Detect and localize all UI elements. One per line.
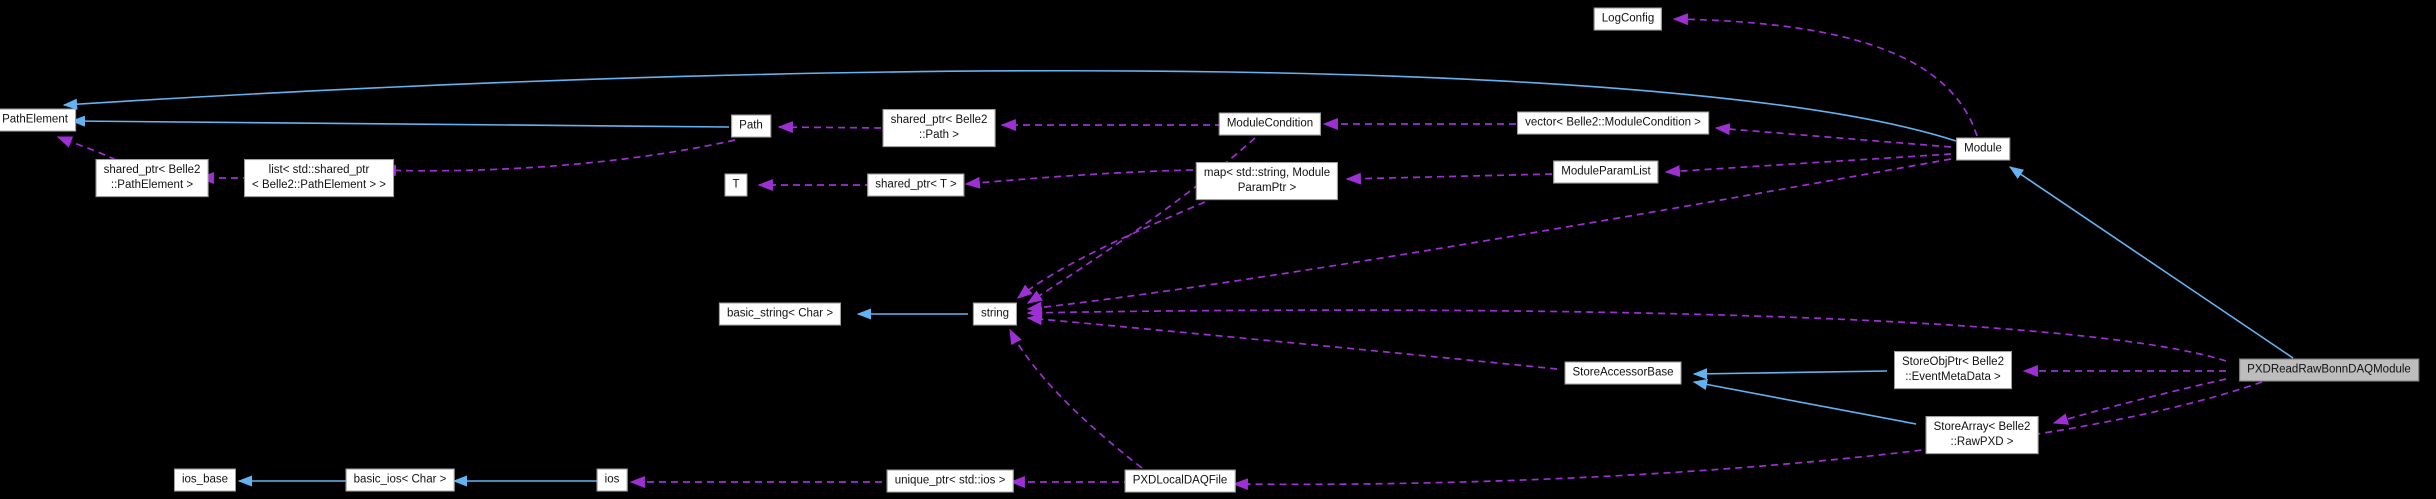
node-unique-ptr-std-ios[interactable]: unique_ptr< std::ios >	[886, 469, 1014, 493]
node-module[interactable]: Module	[1956, 137, 2010, 161]
node-label: shared_ptr< Belle2	[890, 114, 988, 127]
node-label: shared_ptr< T >	[875, 178, 957, 191]
node-path[interactable]: Path	[731, 114, 771, 138]
edge-storearray-rawpxd-to-storeaccessorbase	[1692, 378, 1917, 425]
node-label: string	[980, 307, 1010, 320]
edge-modulecondition-to-string	[1026, 137, 1256, 304]
node-label: ParamPtr >	[1237, 182, 1297, 194]
node-label: ::Path >	[919, 129, 959, 141]
node-shared-ptr-path[interactable]: shared_ptr< Belle2::Path >	[882, 109, 996, 147]
node-label: StoreAccessorBase	[1572, 366, 1674, 379]
node-list-shared-ptr-pathelement[interactable]: list< std::shared_ptr< Belle2::PathEleme…	[244, 159, 394, 197]
edge-storeobjptr-eventmetadata-to-storeaccessorbase	[1692, 368, 1888, 380]
node-pxdreadrawbonndaqmodule[interactable]: PXDReadRawBonnDAQModule	[2239, 358, 2419, 382]
edge-shared-ptr-pathelement-to-pathelement	[56, 136, 117, 161]
node-string[interactable]: string	[972, 302, 1018, 326]
node-label: shared_ptr< Belle2	[103, 164, 201, 177]
node-label: Module	[1964, 142, 2002, 155]
node-label: ModuleParamList	[1561, 165, 1651, 178]
node-label: PathElement	[2, 113, 68, 126]
node-basic-string-char[interactable]: basic_string< Char >	[718, 302, 842, 326]
node-label: ::EventMetaData >	[1905, 371, 2001, 383]
node-label: basic_ios< Char >	[353, 473, 447, 486]
node-ios[interactable]: ios	[596, 468, 628, 492]
node-storearray-rawpxd[interactable]: StoreArray< Belle2::RawPXD >	[1925, 416, 2039, 454]
edge-module-to-vector-modulecondition	[1714, 123, 1952, 148]
node-label: ::PathElement >	[110, 179, 194, 191]
node-label: StoreArray< Belle2	[1933, 421, 2031, 434]
node-shared-ptr-t[interactable]: shared_ptr< T >	[867, 173, 965, 197]
node-label: < Belle2::PathElement > >	[252, 179, 386, 191]
edge-path-to-list-shared-ptr-pathelement	[380, 139, 736, 177]
node-label: ios_base	[181, 473, 229, 486]
edge-shared-ptr-path-to-path	[777, 121, 882, 134]
node-label: map< std::string, Module	[1203, 167, 1331, 180]
node-label: LogConfig	[1601, 12, 1655, 25]
node-label: PXDLocalDAQFile	[1132, 474, 1228, 487]
node-label: ::RawPXD >	[1950, 436, 2014, 448]
node-shared-ptr-pathelement[interactable]: shared_ptr< Belle2::PathElement >	[95, 159, 209, 197]
node-label: Path	[739, 119, 763, 132]
node-modulecondition[interactable]: ModuleCondition	[1218, 112, 1322, 136]
edge-moduleparamlist-to-map-moduleparamptr	[1345, 172, 1553, 185]
node-label: list< std::shared_ptr	[268, 164, 370, 177]
node-vector-modulecondition[interactable]: vector< Belle2::ModuleCondition >	[1517, 111, 1709, 135]
edge-map-moduleparamptr-to-shared-ptr-t	[964, 169, 1194, 189]
node-label: T	[732, 178, 740, 191]
node-storeaccessorbase[interactable]: StoreAccessorBase	[1564, 361, 1682, 385]
edge-pxdreadrawbonndaqmodule-to-pxdlocaldaqfile	[1232, 381, 2263, 491]
edge-pxdlocaldaqfile-to-string	[1009, 328, 1143, 469]
node-label: ios	[604, 473, 620, 486]
edge-storeaccessorbase-to-string	[1026, 313, 1558, 370]
node-label: PXDReadRawBonnDAQModule	[2247, 363, 2411, 376]
node-label: vector< Belle2::ModuleCondition >	[1525, 116, 1701, 129]
node-t[interactable]: T	[724, 173, 748, 197]
node-pxdlocaldaqfile[interactable]: PXDLocalDAQFile	[1124, 469, 1236, 493]
node-ios-base[interactable]: ios_base	[173, 468, 237, 492]
node-basic-ios-char[interactable]: basic_ios< Char >	[345, 468, 455, 492]
node-label: unique_ptr< std::ios >	[894, 474, 1006, 487]
edge-path-to-pathelement	[70, 115, 730, 128]
edge-map-moduleparamptr-to-string	[1016, 201, 1206, 299]
node-storeobjptr-eventmetadata[interactable]: StoreObjPtr< Belle2::EventMetaData >	[1894, 351, 2012, 389]
node-pathelement[interactable]: PathElement	[0, 108, 76, 132]
edge-pxdreadrawbonndaqmodule-to-module	[2008, 166, 2294, 359]
node-label: basic_string< Char >	[726, 307, 834, 320]
node-label: ModuleCondition	[1226, 117, 1314, 130]
edge-module-to-pathelement	[62, 69, 1957, 142]
node-logconfig[interactable]: LogConfig	[1593, 7, 1663, 31]
edge-module-to-logconfig	[1672, 13, 1978, 137]
edge-pxdreadrawbonndaqmodule-to-storearray-rawpxd	[2052, 378, 2227, 425]
node-moduleparamlist[interactable]: ModuleParamList	[1553, 160, 1659, 184]
edge-module-to-string	[1026, 158, 1952, 314]
node-label: StoreObjPtr< Belle2	[1902, 356, 2004, 369]
